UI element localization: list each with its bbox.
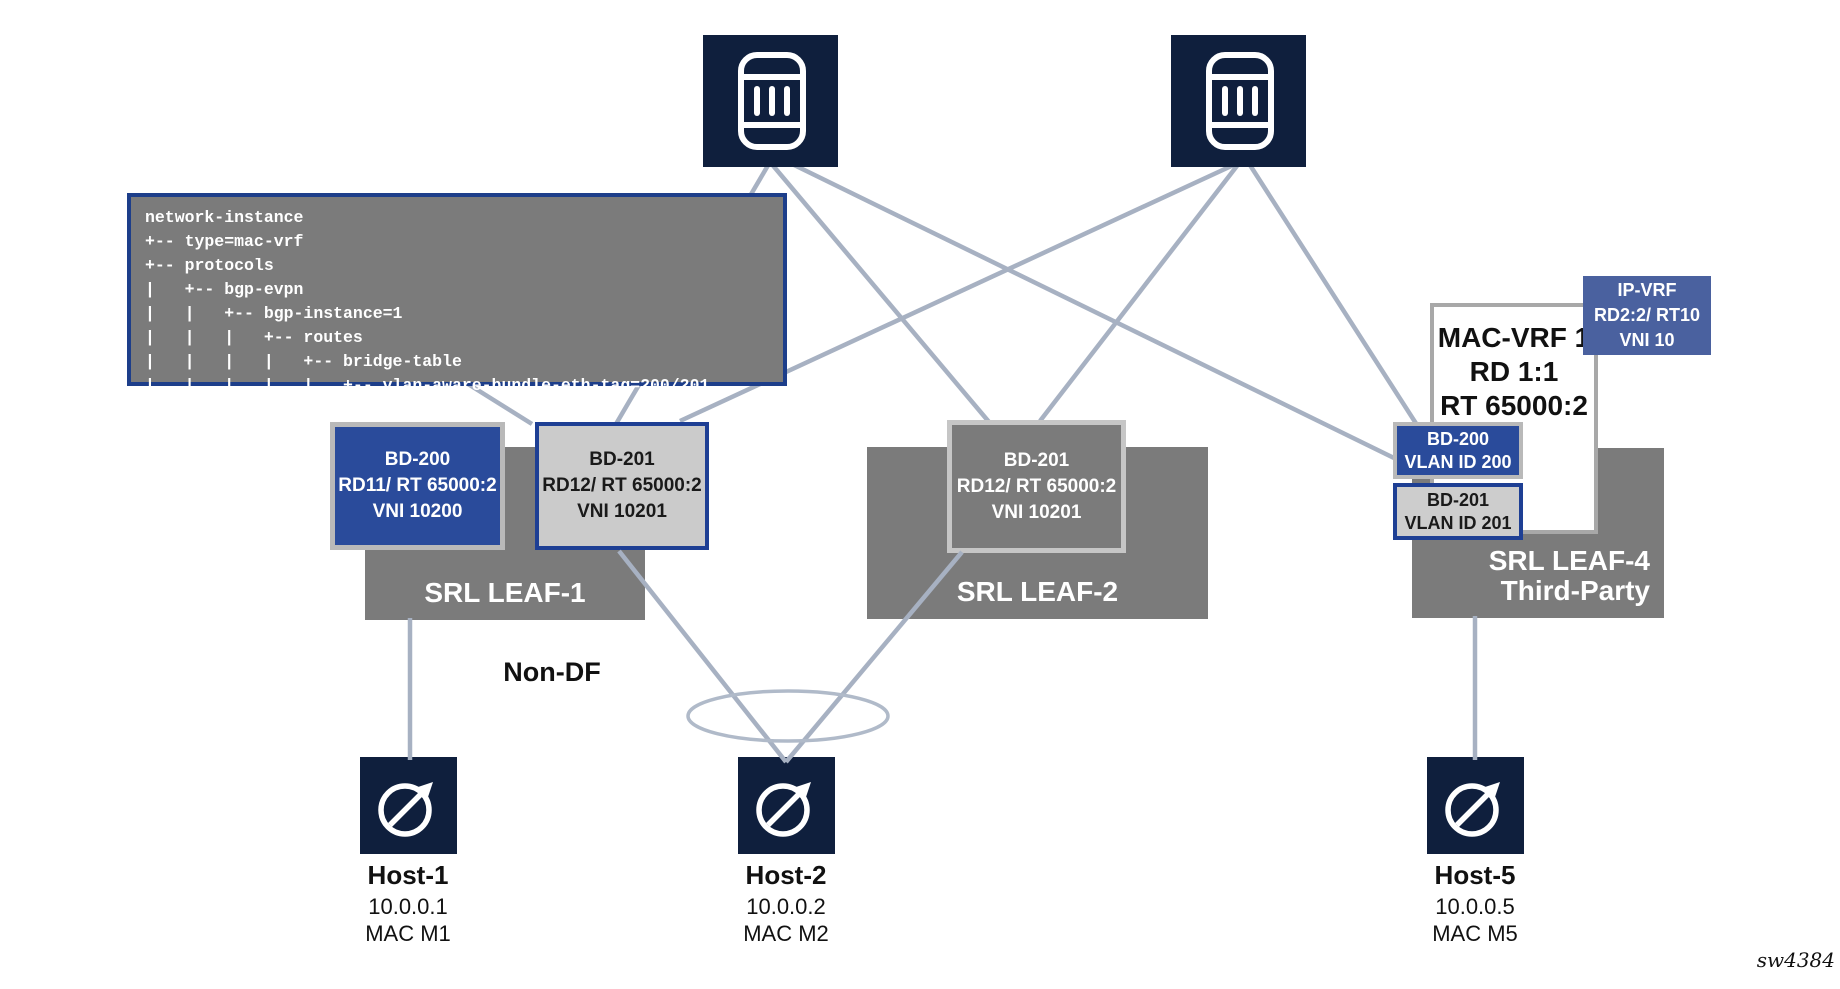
non-df-label: Non-DF [503, 657, 601, 687]
leaf4-label: SRL LEAF-4 Third-Party [1489, 546, 1650, 606]
ip-vrf-rd-rt: RD2:2/ RT10 [1593, 305, 1701, 325]
leaf2-label: SRL LEAF-2 [956, 576, 1119, 607]
host-2 [738, 757, 835, 854]
ip-vrf-title: IP-VRF [1617, 280, 1677, 300]
bd-rd-rt: RD12/ RT 65000:2 [542, 475, 702, 496]
config-line: | +-- bgp-evpn [145, 280, 304, 299]
config-line: network-instance [145, 208, 304, 227]
host-name: Host-2 [745, 860, 827, 890]
ip-vrf-vni: VNI 10 [1619, 330, 1675, 350]
leaf1-label: SRL LEAF-1 [424, 577, 586, 608]
config-line: | | | +-- routes [145, 328, 363, 347]
host-mac: MAC M1 [365, 921, 451, 946]
config-line: | | | | | +-- vlan-aware-bundle-eth-tag=… [145, 376, 710, 395]
bd-title: BD-200 [1426, 428, 1490, 449]
link-spine1-leaf2 [768, 160, 991, 424]
spine-2 [1171, 35, 1306, 167]
config-line: +-- type=mac-vrf [145, 232, 304, 251]
spine-1 [703, 35, 838, 167]
bd-vlan-id: VLAN ID 201 [1404, 512, 1512, 533]
bd-title: BD-201 [1426, 489, 1490, 510]
spine-switch-icon [738, 52, 806, 150]
host-arrow-circle-icon [1445, 782, 1500, 837]
bd-title: BD-200 [384, 449, 451, 470]
host-arrow-circle-icon [756, 782, 811, 837]
link-spine1-leaf4 [787, 159, 1395, 461]
bd-vni: VNI 10201 [991, 501, 1082, 523]
host2-label: Host-2 10.0.0.2 MAC M2 [686, 860, 886, 947]
leaf1-bd200-box: BD-200 RD11/ RT 65000:2 VNI 10200 [330, 422, 505, 550]
bd-rd-rt: RD11/ RT 65000:2 [338, 475, 497, 496]
figure-watermark: sw4384 [1756, 948, 1835, 972]
host-5 [1427, 757, 1524, 854]
spine-switch-icon [1206, 52, 1274, 150]
host5-label: Host-5 10.0.0.5 MAC M5 [1375, 860, 1575, 947]
host-ip: 10.0.0.1 [368, 894, 448, 919]
link-spine2-leaf4 [1246, 160, 1419, 427]
config-line: | | | | +-- bridge-table [145, 352, 462, 371]
host-ip: 10.0.0.5 [1435, 894, 1515, 919]
mac-vrf-box: MAC-VRF 1 RD 1:1 RT 65000:2 [1430, 303, 1598, 534]
bd-vlan-id: VLAN ID 200 [1404, 451, 1512, 472]
bd-rd-rt: RD12/ RT 65000:2 [956, 475, 1117, 497]
leaf4-label-line1: SRL LEAF-4 [1488, 545, 1650, 576]
mac-vrf-rt: RT 65000:2 [1440, 390, 1588, 421]
host-ip: 10.0.0.2 [746, 894, 826, 919]
host-arrow-circle-icon [378, 782, 433, 837]
link-spine2-leaf2 [1038, 160, 1242, 423]
mac-vrf-title: MAC-VRF 1 [1437, 322, 1591, 353]
config-tree-block: network-instance +-- type=mac-vrf +-- pr… [127, 193, 787, 395]
ip-vrf-box: IP-VRF RD2:2/ RT10 VNI 10 [1583, 276, 1711, 355]
leaf2-bd201-box: BD-201 RD12/ RT 65000:2 VNI 10201 [947, 420, 1126, 553]
host-name: Host-5 [1434, 860, 1516, 890]
ethernet-segment-ellipse [686, 689, 890, 743]
config-line: | | +-- bgp-instance=1 [145, 304, 403, 323]
bd-title: BD-201 [1003, 449, 1070, 471]
host1-label: Host-1 10.0.0.1 MAC M1 [308, 860, 508, 947]
config-line: +-- protocols [145, 256, 274, 275]
leaf4-bd201-vlan-box: BD-201 VLAN ID 201 [1393, 483, 1523, 540]
bd-vni: VNI 10201 [577, 501, 667, 522]
host-1 [360, 757, 457, 854]
mac-vrf-rd: RD 1:1 [1469, 356, 1559, 387]
leaf4-label-line2: Third-Party [1500, 575, 1650, 606]
leaf4-bd200-vlan-box: BD-200 VLAN ID 200 [1393, 422, 1523, 479]
leaf1-bd201-box: BD-201 RD12/ RT 65000:2 VNI 10201 [535, 422, 709, 550]
bd-title: BD-201 [589, 449, 655, 470]
bd-vni: VNI 10200 [372, 501, 463, 522]
host-mac: MAC M2 [743, 921, 829, 946]
host-mac: MAC M5 [1432, 921, 1518, 946]
host-name: Host-1 [367, 860, 449, 890]
